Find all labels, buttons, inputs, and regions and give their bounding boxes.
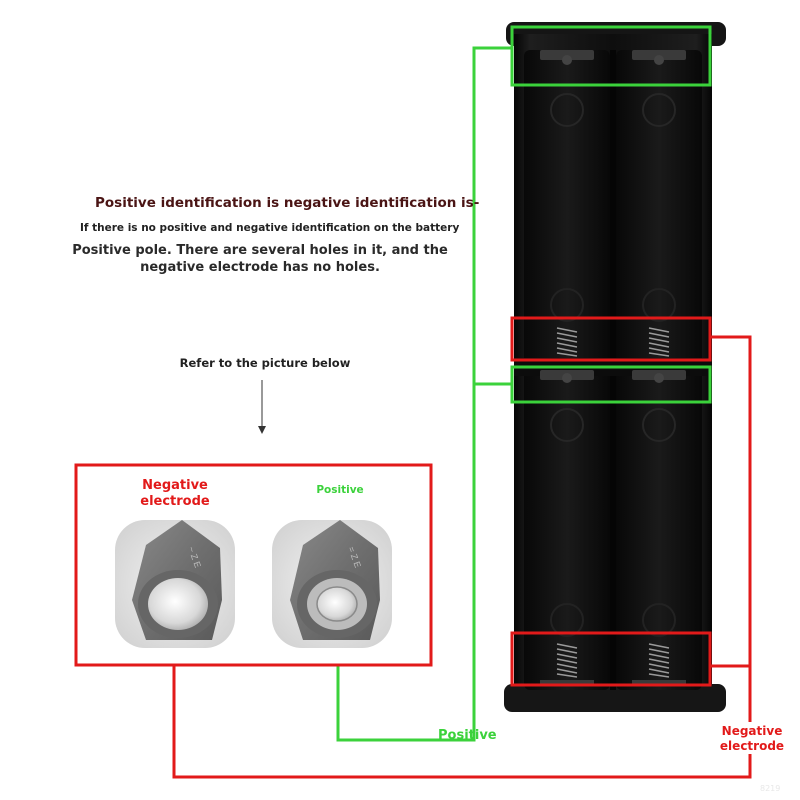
battery-holder — [504, 22, 726, 712]
contact-rivet — [654, 55, 664, 65]
callout-positive-label: Positive — [438, 728, 497, 743]
contact-rivet — [562, 373, 572, 383]
slot-detail — [642, 603, 676, 637]
slot-detail — [550, 288, 584, 322]
contact-rivet — [654, 373, 664, 383]
inset-positive-label: Positive — [316, 484, 364, 496]
refer-label: Refer to the picture below — [179, 356, 351, 370]
slot-detail — [550, 93, 584, 127]
negative-connector-lines — [172, 335, 752, 779]
spring-bottom-left — [556, 643, 578, 678]
contact-plate-bottom-left — [540, 680, 594, 686]
slot-detail — [550, 408, 584, 442]
description: Positive pole. There are several holes i… — [72, 243, 448, 275]
contact-rivet — [562, 55, 572, 65]
slot-detail — [642, 93, 676, 127]
callout-negative-label: Negative electrode — [719, 724, 785, 753]
slot-detail — [642, 408, 676, 442]
watermark: 8219 — [760, 784, 781, 793]
spring-mid-left — [556, 327, 578, 357]
spring-mid-right — [648, 327, 670, 357]
contact-plate-bottom-right — [632, 680, 686, 686]
slot-detail — [642, 288, 676, 322]
spring-bottom-right — [648, 643, 670, 678]
negative-highlight-bottom — [510, 631, 712, 687]
page-title: Positive identification is negative iden… — [95, 195, 480, 211]
positive-connector-lines — [336, 46, 512, 742]
negative-highlight-middle — [510, 316, 712, 362]
slot-detail — [550, 603, 584, 637]
battery-negative-terminal: ~ Z E — [132, 520, 222, 640]
positive-highlight-top — [510, 25, 712, 87]
inset-negative-label: Negative electrode — [140, 478, 210, 509]
battery-positive-terminal: = Z E — [290, 520, 380, 640]
down-arrow-icon — [258, 380, 266, 434]
holder-base — [504, 684, 726, 712]
subtitle: If there is no positive and negative ide… — [80, 222, 460, 234]
